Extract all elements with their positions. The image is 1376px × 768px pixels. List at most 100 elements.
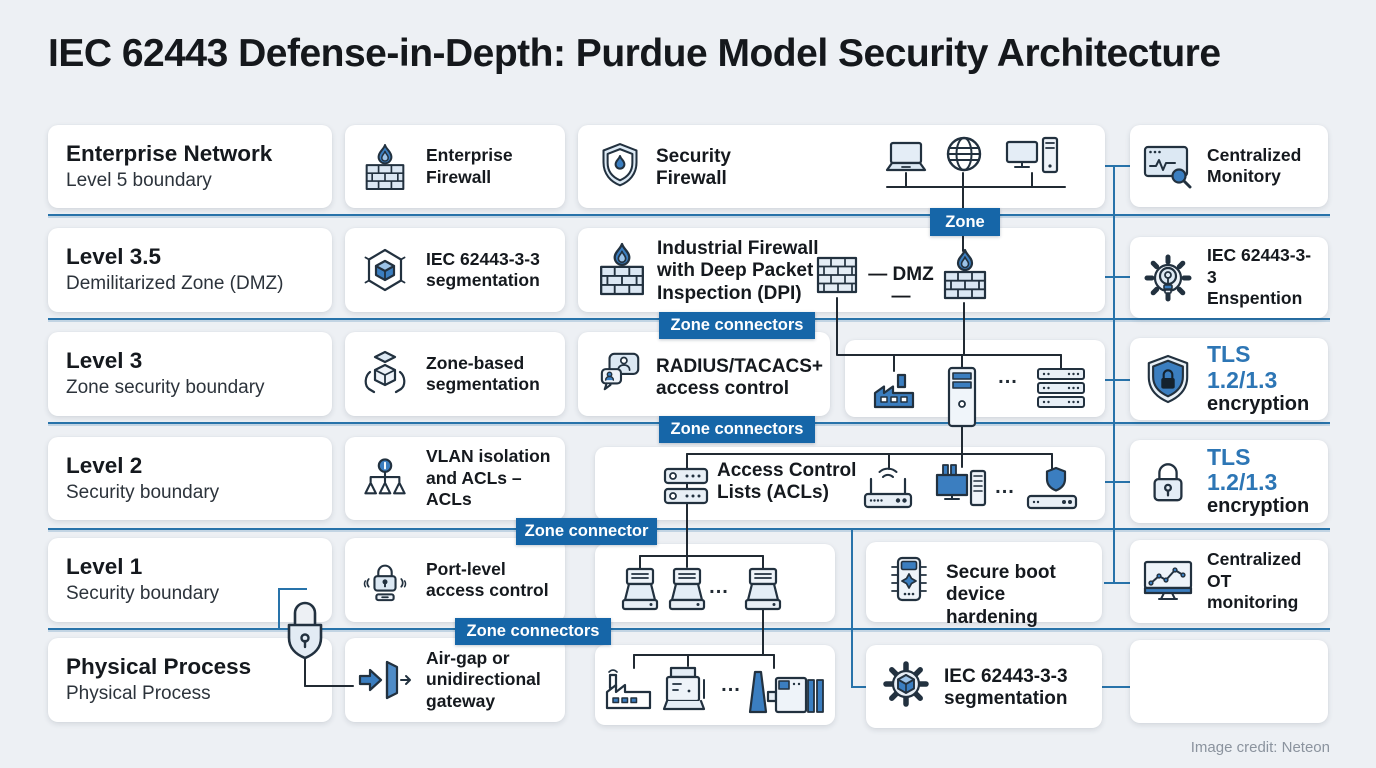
monitoring-label: Centralized OT monitoring	[1207, 549, 1302, 613]
shield-device-icon	[1026, 466, 1078, 512]
control-label: Zone-based segmentation	[426, 352, 540, 394]
gear-lightbulb-icon	[1142, 253, 1194, 303]
ellipsis: ...	[721, 674, 741, 696]
boundary-lock-icon	[283, 596, 327, 660]
radius-label: RADIUS/TACACS+ access control	[656, 356, 823, 400]
dmz-label: — DMZ —	[868, 264, 934, 308]
firewall-icon	[597, 241, 647, 297]
level-subtitle: Demilitarized Zone (DMZ)	[66, 273, 284, 295]
secure-chip-icon	[886, 555, 932, 605]
riser-line	[1050, 453, 1053, 470]
tls-version-label: TLS 1.2/1.3	[1207, 341, 1278, 393]
zone-connectors-badge: Zone connectors	[659, 312, 815, 339]
level-box-physical: Physical Process Physical Process	[48, 638, 332, 722]
acl-switch-icon	[663, 467, 709, 507]
monitor-pulse-magnifier-icon	[1142, 143, 1194, 189]
level-title: Level 1	[66, 554, 143, 580]
level-title: Enterprise Network	[66, 140, 273, 166]
riser-line	[639, 555, 641, 569]
level-box-3: Level 3 Zone security boundary	[48, 332, 332, 416]
level-box-1: Level 1 Security boundary	[48, 538, 332, 622]
zone-connectors-badge: Zone connectors	[455, 618, 611, 645]
firewall-icon	[357, 142, 413, 192]
zone-connector-badge: Zone connector	[516, 518, 657, 545]
image-credit: Image credit: Neteon	[1190, 739, 1330, 756]
riser-line	[772, 654, 775, 669]
laptop-icon	[883, 140, 929, 176]
bus-line	[886, 186, 1066, 188]
hexagon-cube-icon	[357, 246, 413, 294]
level-title: Level 3.5	[66, 244, 162, 270]
level-title: Level 3	[66, 348, 143, 374]
riser-line	[686, 654, 689, 667]
zone-connectors-badge: Zone connectors	[659, 416, 815, 443]
control-card-enterprise-firewall: Enterprise Firewall	[345, 125, 565, 208]
monitoring-card-empty	[1130, 640, 1328, 723]
bus-line	[686, 453, 1053, 455]
dmz-drop-line	[836, 297, 838, 356]
lock-connector-line	[278, 588, 307, 590]
port-lock-icon	[357, 556, 413, 604]
chat-access-icon	[598, 350, 644, 394]
iec-segmentation-label: IEC 62443-3-3 segmentation	[944, 666, 1068, 710]
monitoring-label: IEC 62443-3-3 Enspention	[1207, 245, 1312, 309]
level-subtitle: Physical Process	[66, 683, 211, 705]
shield-lock-icon	[1142, 353, 1194, 405]
ellipsis: ...	[995, 476, 1015, 498]
level-box-2: Level 2 Security boundary	[48, 437, 332, 520]
zone-boundary-line	[48, 628, 1330, 630]
control-label: VLAN isolation and ACLs – ACLs	[426, 446, 551, 510]
riser-line	[904, 172, 907, 187]
level-subtitle: Security boundary	[66, 481, 220, 503]
level-subtitle: Security boundary	[66, 583, 220, 605]
monitoring-stub-line	[1104, 582, 1132, 584]
riser-line	[633, 654, 635, 669]
industrial-machine-icon	[659, 664, 717, 714]
desktop-pc-icon	[1005, 136, 1061, 176]
server-tower-icon	[946, 366, 978, 428]
gear-cube-icon	[880, 658, 932, 710]
acl-label: Access Control Lists (ACLs)	[717, 460, 857, 504]
globe-icon	[944, 134, 984, 174]
airgap-gateway-icon	[357, 658, 413, 702]
firewall-icon	[941, 246, 989, 302]
plc-device-icon	[618, 567, 662, 613]
zone-bracket-line	[851, 528, 853, 688]
level-box-enterprise: Enterprise Network Level 5 boundary	[48, 125, 332, 208]
security-firewall-label: Security Firewall	[656, 146, 731, 190]
control-label: IEC 62443-3-3 segmentation	[426, 248, 540, 290]
bus-line	[633, 654, 775, 656]
monitoring-stub-line	[1104, 276, 1132, 278]
control-label: Air-gap or unidirectional gateway	[426, 647, 541, 711]
ellipsis: ...	[998, 366, 1018, 388]
firewall-drop-line	[963, 302, 965, 356]
page-title: IEC 62443 Defense-in-Depth: Purdue Model…	[48, 32, 1221, 75]
monitoring-stub-line	[1104, 379, 1132, 381]
factory-icon	[871, 369, 917, 409]
level-title: Level 2	[66, 452, 143, 478]
secure-boot-label: Secure boot device hardening	[946, 562, 1056, 628]
brick-wall-icon	[815, 253, 859, 297]
ellipsis: ...	[709, 576, 729, 598]
zone-badge: Zone	[930, 208, 1000, 236]
riser-line	[887, 453, 890, 470]
control-card-port-access: Port-level access control	[345, 538, 565, 622]
bus-line	[837, 354, 1062, 356]
tls-version-label: TLS 1.2/1.3	[1207, 443, 1278, 495]
workstation-icon	[935, 463, 989, 513]
lock-connector-line	[304, 685, 354, 687]
encryption-label: encryption	[1207, 392, 1310, 415]
monitor-chart-icon	[1142, 559, 1194, 605]
bus-line	[639, 555, 764, 557]
control-label: Enterprise Firewall	[426, 145, 513, 187]
zone-boundary-line	[48, 528, 1330, 530]
generator-icon	[744, 666, 830, 714]
monitoring-card-enspention: IEC 62443-3-3 Enspention	[1130, 237, 1328, 318]
vlan-tree-icon	[357, 457, 413, 501]
level-subtitle: Level 5 boundary	[66, 169, 212, 191]
control-card-vlan: VLAN isolation and ACLs – ACLs	[345, 437, 565, 520]
plc-device-icon	[665, 567, 709, 613]
